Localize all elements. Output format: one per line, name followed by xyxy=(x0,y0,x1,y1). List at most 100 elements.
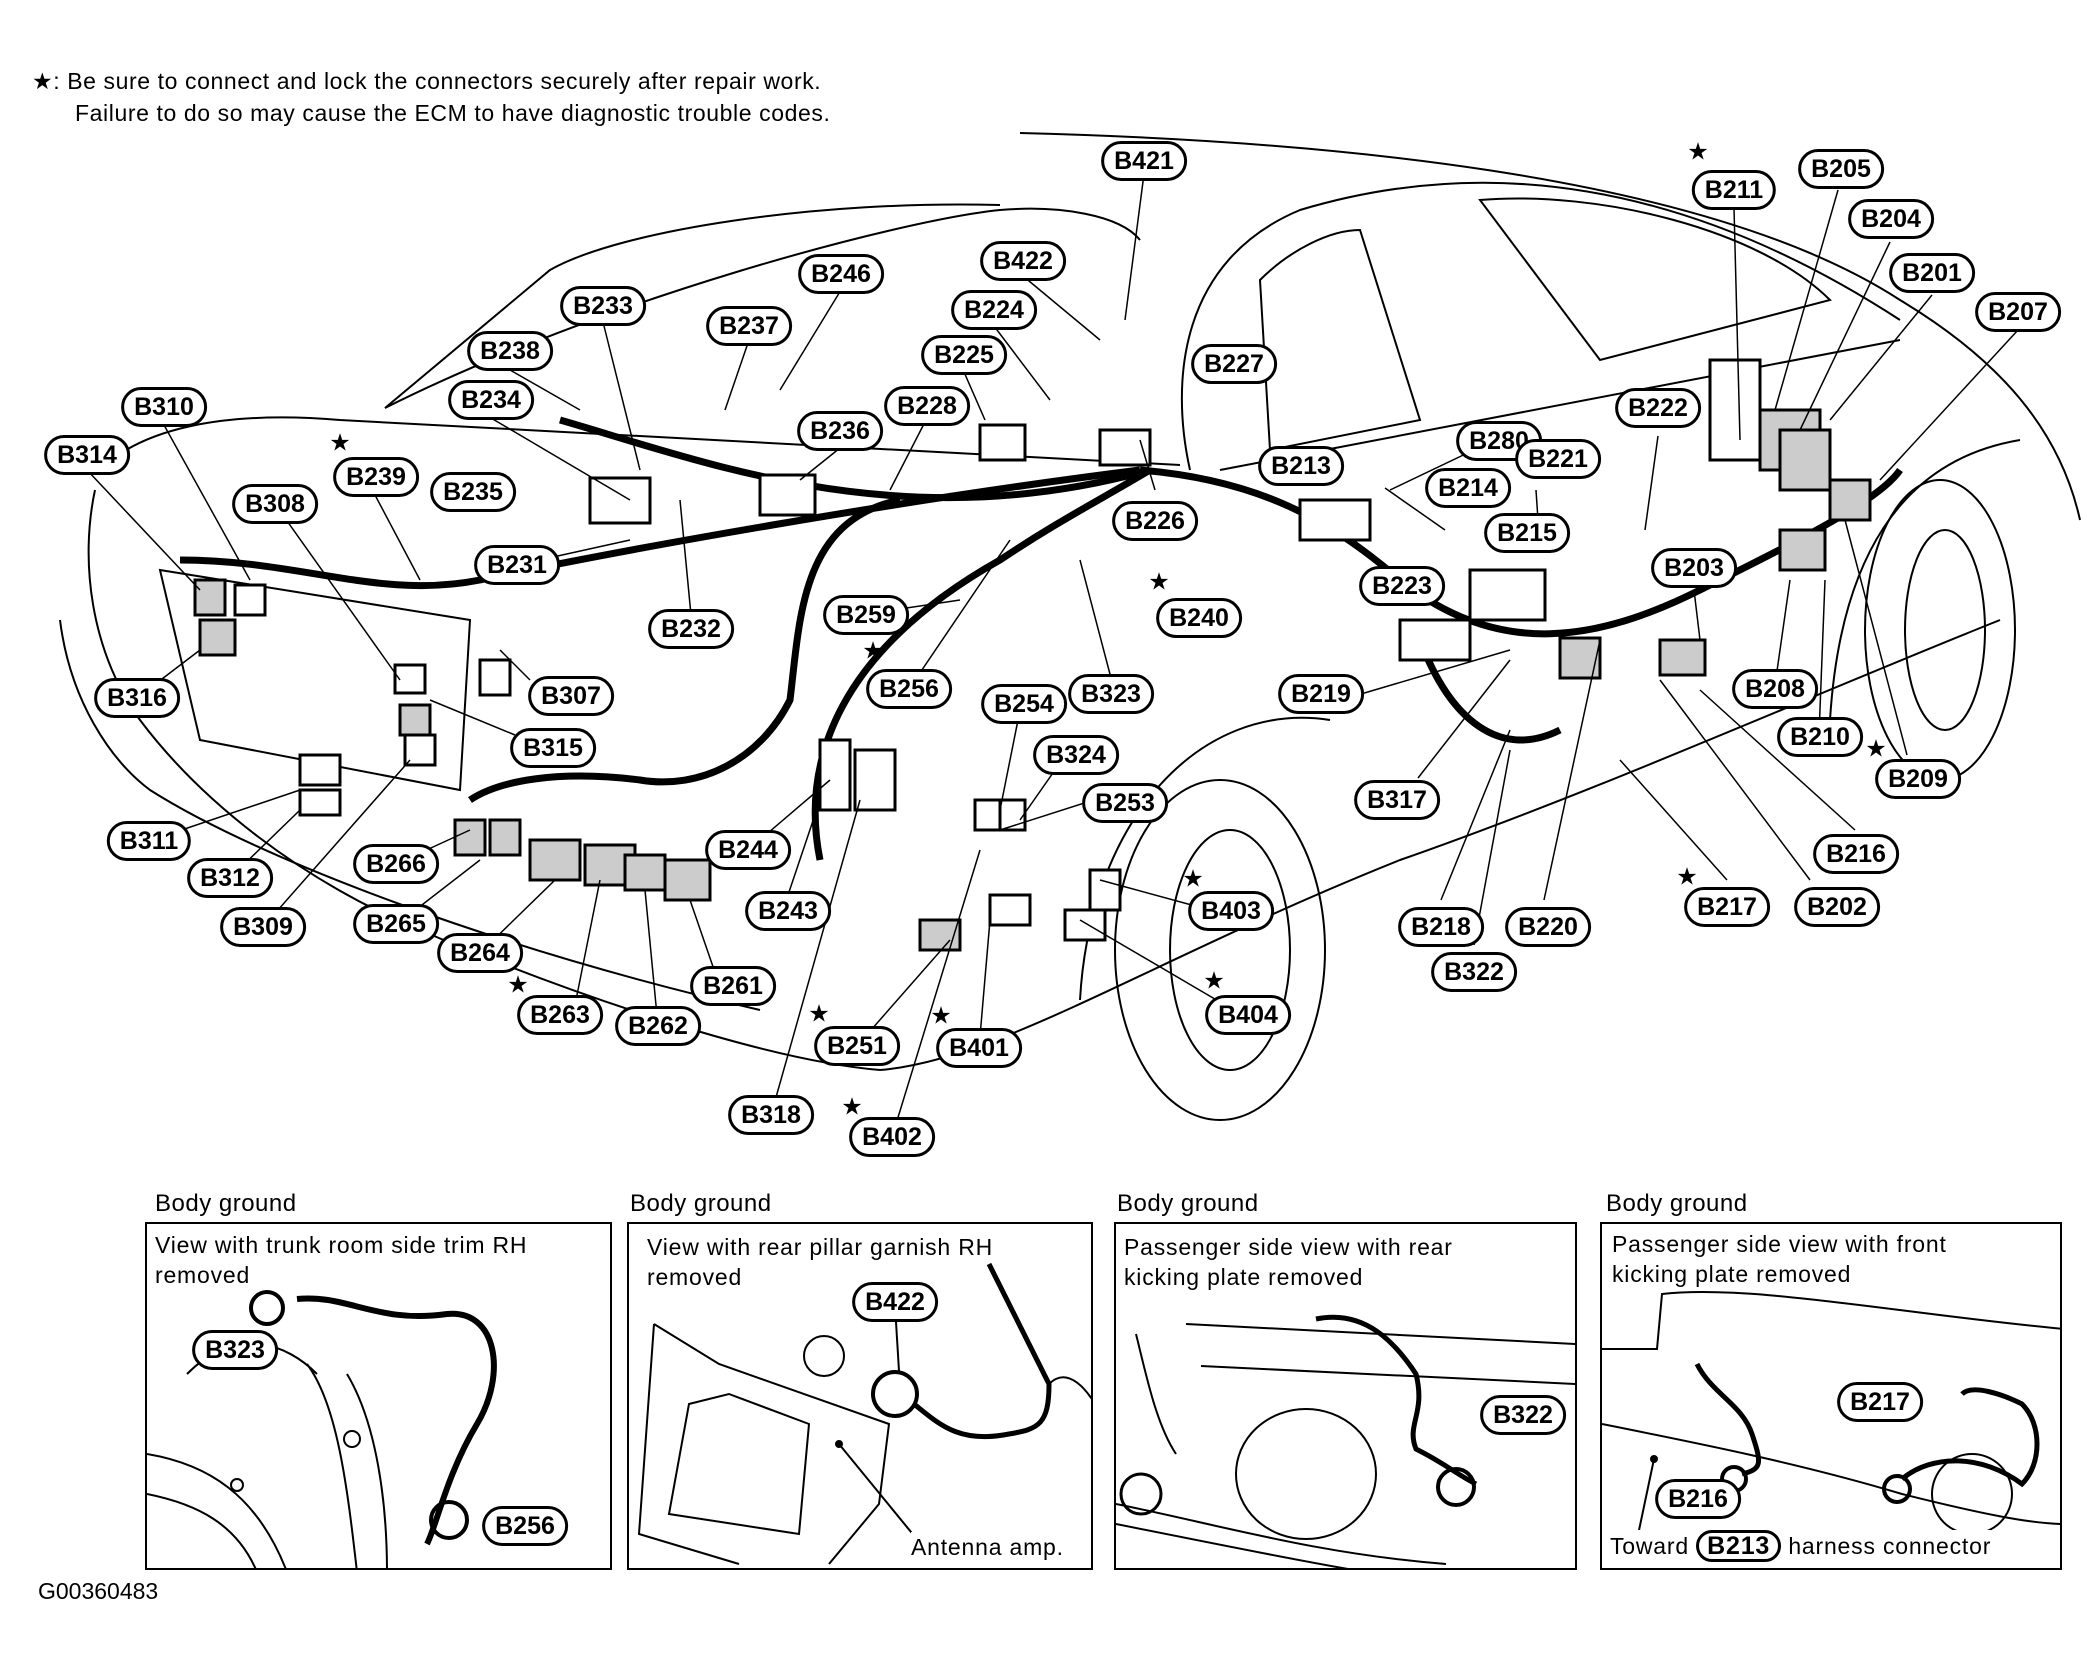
connector-label-B223[interactable]: B223 xyxy=(1359,566,1445,606)
connector-label-B401[interactable]: B401 xyxy=(936,1028,1022,1068)
connector-label-B221[interactable]: B221 xyxy=(1515,439,1601,479)
connector-label-B323[interactable]: B323 xyxy=(192,1330,278,1370)
connector-label-B239[interactable]: B239 xyxy=(333,457,419,497)
inset-4-footer: Toward B213 harness connector xyxy=(1610,1530,1992,1562)
connector-label-B216[interactable]: B216 xyxy=(1813,834,1899,874)
caution-note-line1: ★: Be sure to connect and lock the conne… xyxy=(32,68,822,94)
car-window-2 xyxy=(1478,197,1832,362)
connector-label-B216[interactable]: B216 xyxy=(1655,1479,1741,1519)
connector-label-B322[interactable]: B322 xyxy=(1480,1395,1566,1435)
connector-label-B262[interactable]: B262 xyxy=(615,1006,701,1046)
connector-label-B256[interactable]: B256 xyxy=(866,669,952,709)
connector-label-B263[interactable]: B263 xyxy=(517,995,603,1035)
car-window-1 xyxy=(1258,228,1422,452)
antenna-amp-callout: Antenna amp. xyxy=(911,1532,1064,1563)
connector-label-B207[interactable]: B207 xyxy=(1975,292,2061,332)
connector-label-B244[interactable]: B244 xyxy=(705,830,791,870)
connector-label-B256[interactable]: B256 xyxy=(482,1506,568,1546)
connector-label-B236[interactable]: B236 xyxy=(797,411,883,451)
connector-label-B316[interactable]: B316 xyxy=(94,678,180,718)
connector-label-B220[interactable]: B220 xyxy=(1505,907,1591,947)
connector-label-B315[interactable]: B315 xyxy=(510,728,596,768)
connector-label-B224[interactable]: B224 xyxy=(951,290,1037,330)
connector-label-B225[interactable]: B225 xyxy=(921,335,1007,375)
connector-label-B211[interactable]: B211 xyxy=(1691,170,1777,210)
connector-label-B261[interactable]: B261 xyxy=(690,966,776,1006)
connector-label-B237[interactable]: B237 xyxy=(706,306,792,346)
inset-4-title: Body ground xyxy=(1606,1190,1748,1217)
connector-label-B266[interactable]: B266 xyxy=(353,844,439,884)
connector-label-B243[interactable]: B243 xyxy=(745,891,831,931)
connector-label-B404[interactable]: B404 xyxy=(1205,995,1291,1035)
star-icon: ★ xyxy=(32,68,54,94)
inset-3-caption-line1: Passenger side view with rear xyxy=(1124,1232,1453,1263)
trunk-opening xyxy=(158,568,472,792)
star-icon: ★ xyxy=(808,1000,830,1028)
connector-label-B218[interactable]: B218 xyxy=(1398,907,1484,947)
connector-label-B213[interactable]: B213 xyxy=(1258,446,1344,486)
connector-label-B402[interactable]: B402 xyxy=(849,1117,935,1157)
connector-label-B203[interactable]: B203 xyxy=(1651,548,1737,588)
star-icon: ★ xyxy=(507,971,529,999)
connector-label-B219[interactable]: B219 xyxy=(1278,674,1364,714)
connector-label-B227[interactable]: B227 xyxy=(1191,344,1277,384)
connector-label-B208[interactable]: B208 xyxy=(1732,669,1818,709)
inset-1-caption-line1: View with trunk room side trim RH xyxy=(155,1230,528,1261)
connector-label-B422[interactable]: B422 xyxy=(980,241,1066,281)
connector-label-B238[interactable]: B238 xyxy=(467,331,553,371)
connector-label-B307[interactable]: B307 xyxy=(528,676,614,716)
figure-id: G00360483 xyxy=(38,1578,159,1604)
connector-label-B312[interactable]: B312 xyxy=(187,858,273,898)
connector-label-B259[interactable]: B259 xyxy=(823,595,909,635)
connector-label-B235[interactable]: B235 xyxy=(430,472,516,512)
inset-4-caption-line1: Passenger side view with front xyxy=(1612,1229,1947,1260)
connector-label-B322[interactable]: B322 xyxy=(1431,952,1517,992)
connector-label-B251[interactable]: B251 xyxy=(814,1026,900,1066)
connector-label-B309[interactable]: B309 xyxy=(220,907,306,947)
connector-label-B253[interactable]: B253 xyxy=(1082,783,1168,823)
connector-label-B246[interactable]: B246 xyxy=(798,254,884,294)
connector-label-B314[interactable]: B314 xyxy=(44,435,130,475)
connector-label-B234[interactable]: B234 xyxy=(448,380,534,420)
connector-label-B232[interactable]: B232 xyxy=(648,609,734,649)
connector-label-B202[interactable]: B202 xyxy=(1794,887,1880,927)
rear-wheel-inner xyxy=(1169,829,1291,1071)
connector-label-B209[interactable]: B209 xyxy=(1875,759,1961,799)
star-icon: ★ xyxy=(1203,967,1225,995)
connector-label-B317[interactable]: B317 xyxy=(1354,780,1440,820)
inset-4-drawing xyxy=(1602,1291,2060,1555)
connector-label-B254[interactable]: B254 xyxy=(981,684,1067,724)
connector-label-B213-ref[interactable]: B213 xyxy=(1696,1530,1782,1562)
connector-label-B204[interactable]: B204 xyxy=(1848,199,1934,239)
inset-rear-pillar: View with rear pillar garnish RH removed… xyxy=(627,1222,1093,1570)
connector-label-B226[interactable]: B226 xyxy=(1112,501,1198,541)
connector-label-B265[interactable]: B265 xyxy=(353,904,439,944)
connector-label-B421[interactable]: B421 xyxy=(1101,141,1187,181)
connector-label-B310[interactable]: B310 xyxy=(121,387,207,427)
connector-label-B222[interactable]: B222 xyxy=(1615,388,1701,428)
connector-label-B228[interactable]: B228 xyxy=(884,386,970,426)
connector-label-B318[interactable]: B318 xyxy=(728,1095,814,1135)
connector-label-B205[interactable]: B205 xyxy=(1798,149,1884,189)
star-icon: ★ xyxy=(841,1093,863,1121)
connector-label-B240[interactable]: B240 xyxy=(1156,598,1242,638)
connector-label-B422[interactable]: B422 xyxy=(852,1282,938,1322)
connector-label-B323[interactable]: B323 xyxy=(1068,674,1154,714)
connector-label-B201[interactable]: B201 xyxy=(1889,253,1975,293)
connector-label-B233[interactable]: B233 xyxy=(560,286,646,326)
inset-3-drawing xyxy=(1116,1314,1575,1568)
connector-label-B214[interactable]: B214 xyxy=(1425,468,1511,508)
inset-rear-kicking-plate: Passenger side view with rear kicking pl… xyxy=(1114,1222,1577,1570)
connector-label-B311[interactable]: B311 xyxy=(106,821,192,861)
connector-label-B210[interactable]: B210 xyxy=(1777,717,1863,757)
connector-label-B403[interactable]: B403 xyxy=(1188,891,1274,931)
connector-label-B217[interactable]: B217 xyxy=(1837,1382,1923,1422)
connector-label-B215[interactable]: B215 xyxy=(1484,513,1570,553)
connector-label-B324[interactable]: B324 xyxy=(1033,735,1119,775)
connector-label-B308[interactable]: B308 xyxy=(232,484,318,524)
connector-label-B231[interactable]: B231 xyxy=(474,545,560,585)
star-icon: ★ xyxy=(1182,865,1204,893)
connector-label-B264[interactable]: B264 xyxy=(437,933,523,973)
connector-label-B217[interactable]: B217 xyxy=(1684,887,1770,927)
leader-lines xyxy=(86,173,2019,1138)
